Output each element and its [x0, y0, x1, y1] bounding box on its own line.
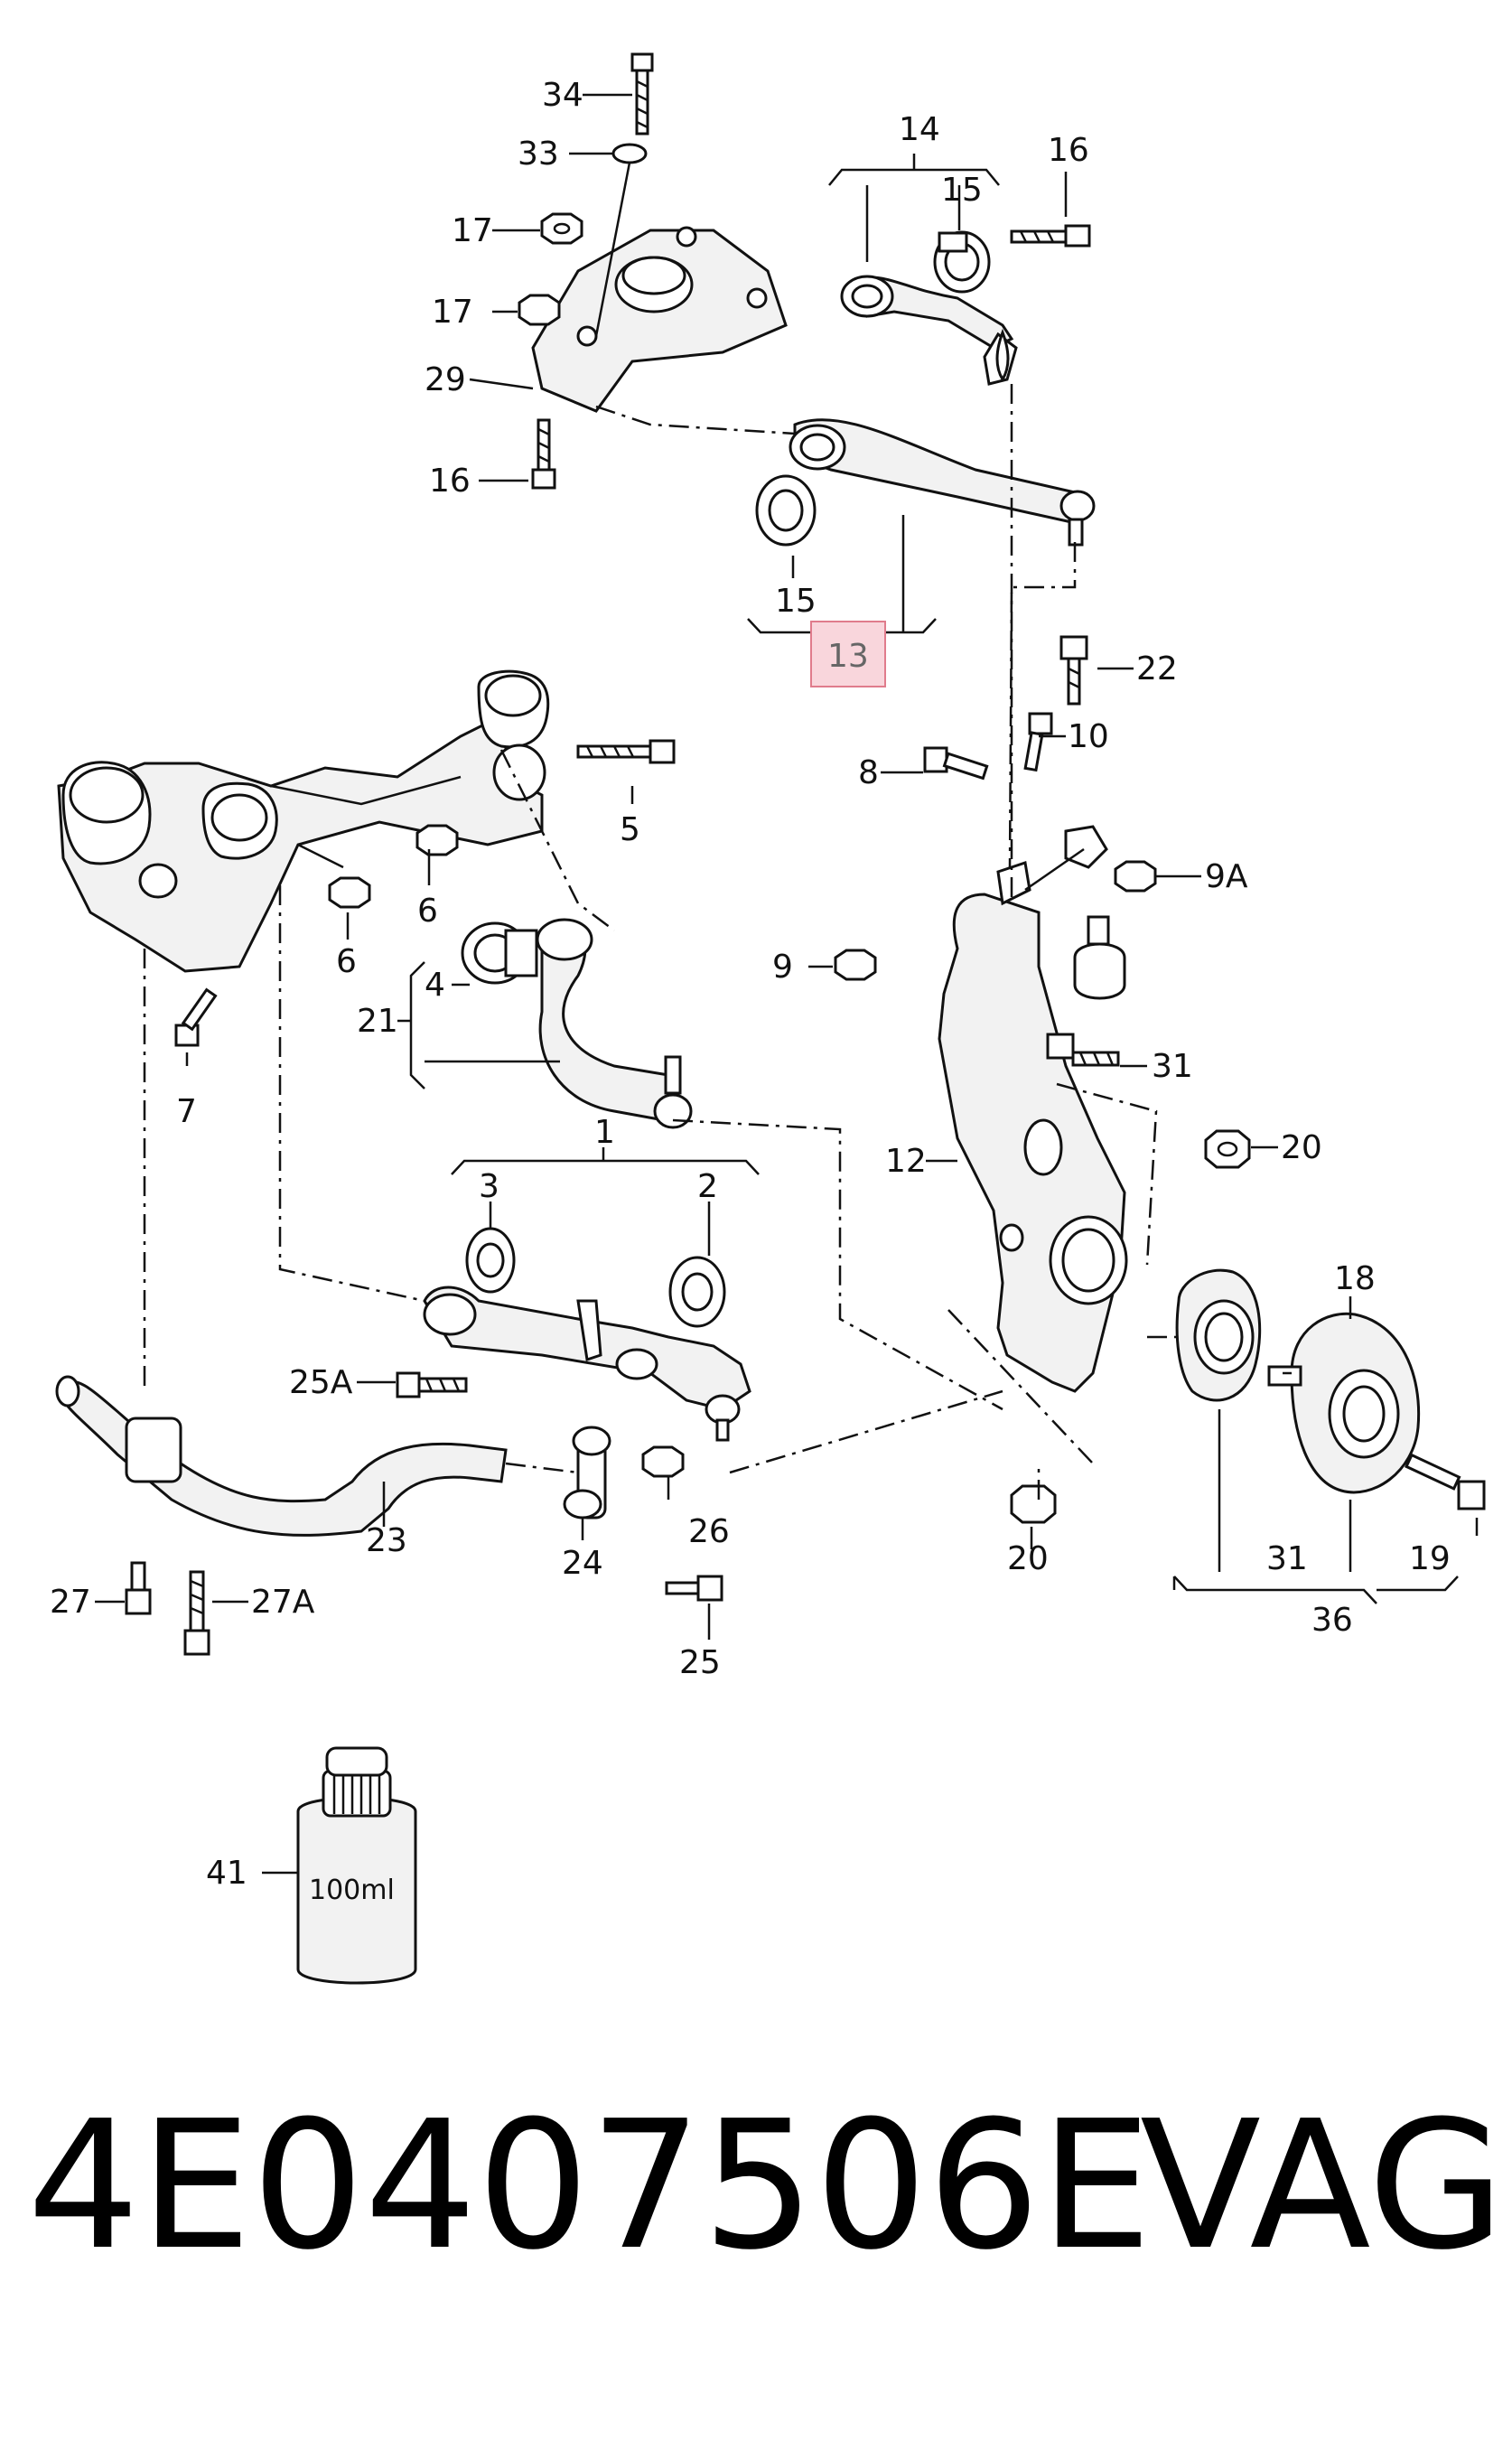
callout-33: 33: [518, 136, 559, 173]
bushing-15-lower: [755, 474, 817, 547]
wheel-hub-18: [1267, 1312, 1421, 1494]
callout-16-lower: 16: [429, 463, 471, 500]
lower-arm-1: [423, 1286, 751, 1442]
callout-15-lower: 15: [775, 583, 817, 620]
nut-17-upper: [540, 212, 583, 245]
bolt-16-lower: [531, 418, 556, 490]
callout-5: 5: [620, 811, 640, 848]
callout-13: 13: [827, 638, 869, 675]
bottle-label: 100ml: [309, 1875, 395, 1906]
callout-25a: 25A: [289, 1364, 353, 1401]
callout-34: 34: [542, 77, 583, 114]
callout-27a: 27A: [251, 1584, 315, 1621]
bolt-34: [630, 52, 654, 136]
part-number: 4E0407506E: [27, 2083, 1153, 2289]
ball-joint-top: [1073, 915, 1126, 1000]
bolt-25: [665, 1575, 723, 1602]
callout-24: 24: [562, 1545, 603, 1582]
callout-36: 36: [1311, 1602, 1353, 1639]
brand-name: VAG: [1140, 2083, 1506, 2289]
subframe: [57, 669, 550, 973]
callout-20-upper: 20: [1281, 1129, 1322, 1166]
callout-13-highlight: [810, 621, 886, 687]
bolt-5: [576, 739, 676, 764]
bushing-3: [465, 1227, 516, 1294]
nut-20-upper: [1204, 1129, 1251, 1169]
callout-16-upper: 16: [1048, 132, 1089, 169]
upper-arm-13: [789, 418, 1096, 547]
bolt-7: [174, 987, 218, 1047]
callout-29: 29: [425, 361, 466, 398]
drop-link-24: [563, 1426, 611, 1520]
grease-bottle-41: [296, 1746, 417, 1985]
bolt-31-upper: [1046, 1033, 1120, 1067]
callout-8: 8: [858, 754, 879, 791]
callout-14: 14: [899, 111, 940, 148]
callout-6-b: 6: [336, 943, 357, 980]
callout-17-upper: 17: [452, 212, 493, 249]
callout-27: 27: [50, 1584, 91, 1621]
callout-17-lower: 17: [432, 294, 473, 331]
callout-1: 1: [594, 1114, 615, 1151]
callout-20-lower: 20: [1007, 1540, 1049, 1577]
callout-12: 12: [885, 1143, 927, 1180]
callout-25: 25: [679, 1644, 721, 1681]
bolt-19: [1405, 1453, 1486, 1510]
upper-arm-14: [840, 275, 1018, 386]
steering-knuckle: [938, 825, 1128, 1393]
upper-mount-bracket: [531, 226, 788, 413]
callout-6-a: 6: [417, 893, 438, 930]
nut-9a: [1114, 860, 1157, 893]
bolt-27a: [183, 1570, 210, 1656]
footer: 4E0407506E VAG: [27, 2082, 1505, 2290]
callout-26: 26: [688, 1513, 730, 1550]
callout-19: 19: [1409, 1540, 1451, 1577]
callout-3: 3: [479, 1168, 499, 1205]
callout-7: 7: [176, 1093, 197, 1130]
bolt-27: [125, 1561, 152, 1615]
bolt-25a: [396, 1371, 468, 1398]
callout-9a: 9A: [1205, 858, 1248, 895]
callout-23: 23: [366, 1522, 407, 1559]
bolt-22: [1059, 635, 1088, 706]
bushing-2: [668, 1256, 726, 1328]
bushing-4: [461, 921, 538, 985]
washer-33: [611, 143, 648, 164]
bushing-15-upper: [933, 230, 991, 294]
nut-20-lower: [1010, 1484, 1057, 1524]
callout-31-lower: 31: [1266, 1540, 1308, 1577]
lower-arm-21: [536, 918, 693, 1129]
callout-18: 18: [1334, 1260, 1376, 1297]
callout-2: 2: [697, 1168, 718, 1205]
callout-41: 41: [206, 1855, 247, 1892]
nut-6-a: [415, 824, 459, 856]
callout-4: 4: [425, 967, 445, 1004]
callout-10: 10: [1068, 718, 1109, 755]
callout-31-upper: 31: [1152, 1048, 1193, 1085]
nut-26: [641, 1445, 685, 1478]
callout-22: 22: [1136, 650, 1178, 687]
nut-9: [834, 949, 877, 981]
bolt-16-upper: [1010, 224, 1091, 248]
callout-9: 9: [772, 949, 793, 986]
wheel-bearing-31: [1175, 1268, 1262, 1402]
nut-6-b: [328, 876, 371, 909]
bolt-10: [1023, 712, 1053, 772]
callout-21: 21: [357, 1003, 398, 1040]
stabilizer-bar: [55, 1375, 508, 1537]
bolt-8: [923, 746, 989, 781]
nut-17-lower: [518, 294, 561, 326]
callout-15-upper: 15: [941, 172, 983, 209]
